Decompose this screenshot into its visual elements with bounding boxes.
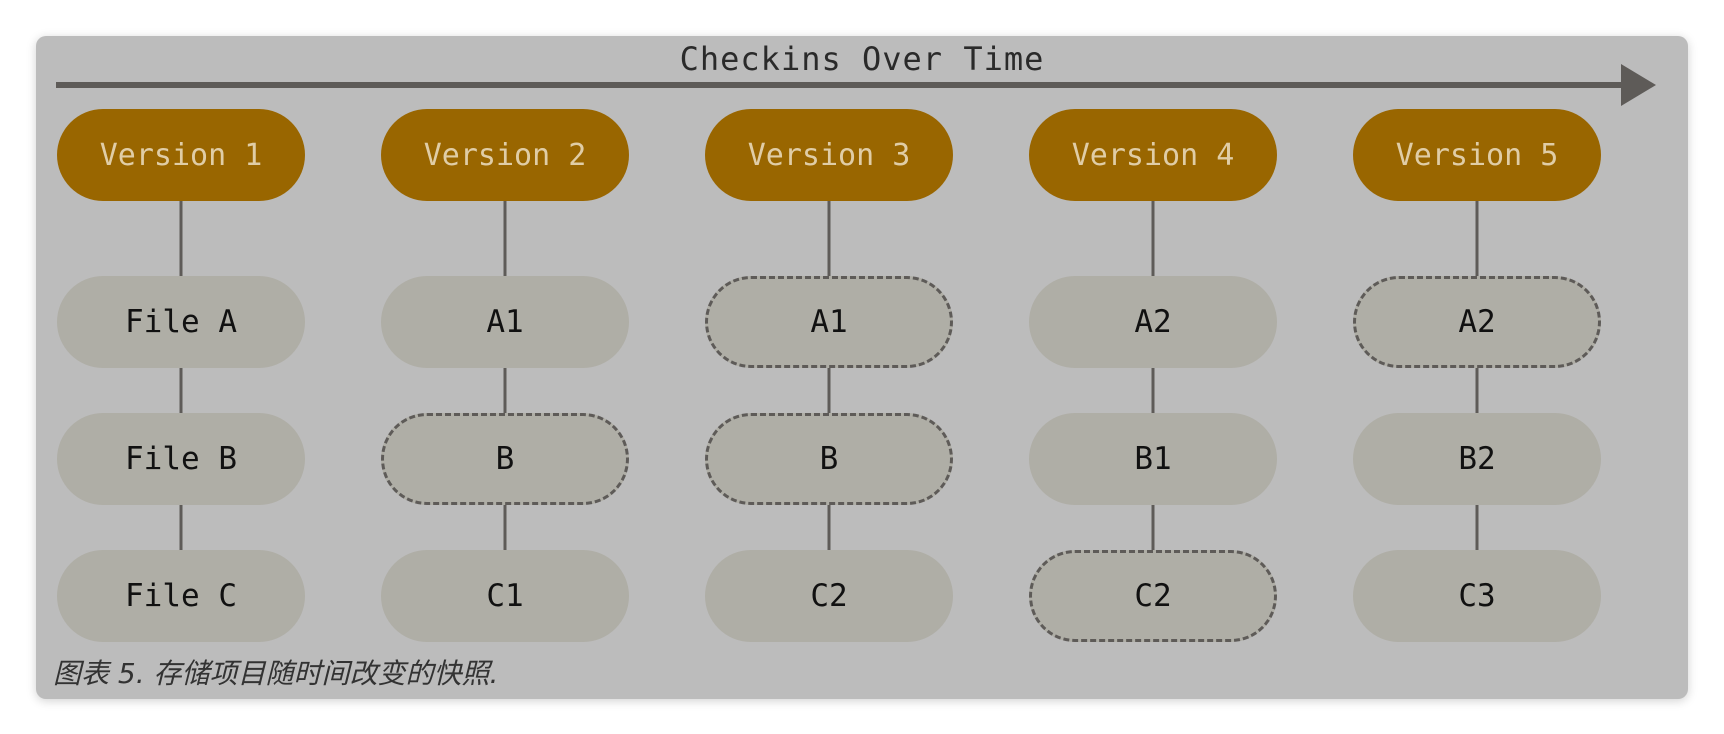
file-reference-node-v2-2: B — [381, 413, 629, 505]
file-snapshot-node-v1-3: File C — [57, 550, 305, 642]
version-node-3: Version 3 — [705, 109, 953, 201]
version-node-5: Version 5 — [1353, 109, 1601, 201]
version-node-2: Version 2 — [381, 109, 629, 201]
file-snapshot-node-v1-2: File B — [57, 413, 305, 505]
file-reference-node-v3-2: B — [705, 413, 953, 505]
file-snapshot-node-v4-1: A2 — [1029, 276, 1277, 368]
file-snapshot-node-v1-1: File A — [57, 276, 305, 368]
file-snapshot-node-v2-1: A1 — [381, 276, 629, 368]
file-snapshot-node-v4-2: B1 — [1029, 413, 1277, 505]
timeline-title: Checkins Over Time — [679, 40, 1045, 78]
file-snapshot-node-v2-3: C1 — [381, 550, 629, 642]
version-node-4: Version 4 — [1029, 109, 1277, 201]
file-reference-node-v4-3: C2 — [1029, 550, 1277, 642]
file-reference-node-v3-1: A1 — [705, 276, 953, 368]
file-snapshot-node-v5-2: B2 — [1353, 413, 1601, 505]
timeline-arrow — [56, 64, 1656, 106]
version-node-1: Version 1 — [57, 109, 305, 201]
file-snapshot-node-v3-3: C2 — [705, 550, 953, 642]
file-reference-node-v5-1: A2 — [1353, 276, 1601, 368]
diagram-panel: Checkins Over Time Version 1 File A File B… — [36, 36, 1688, 699]
file-snapshot-node-v5-3: C3 — [1353, 550, 1601, 642]
figure-caption: 图表 5. 存储项目随时间改变的快照. — [53, 657, 499, 690]
connector-lines — [179, 155, 1479, 596]
